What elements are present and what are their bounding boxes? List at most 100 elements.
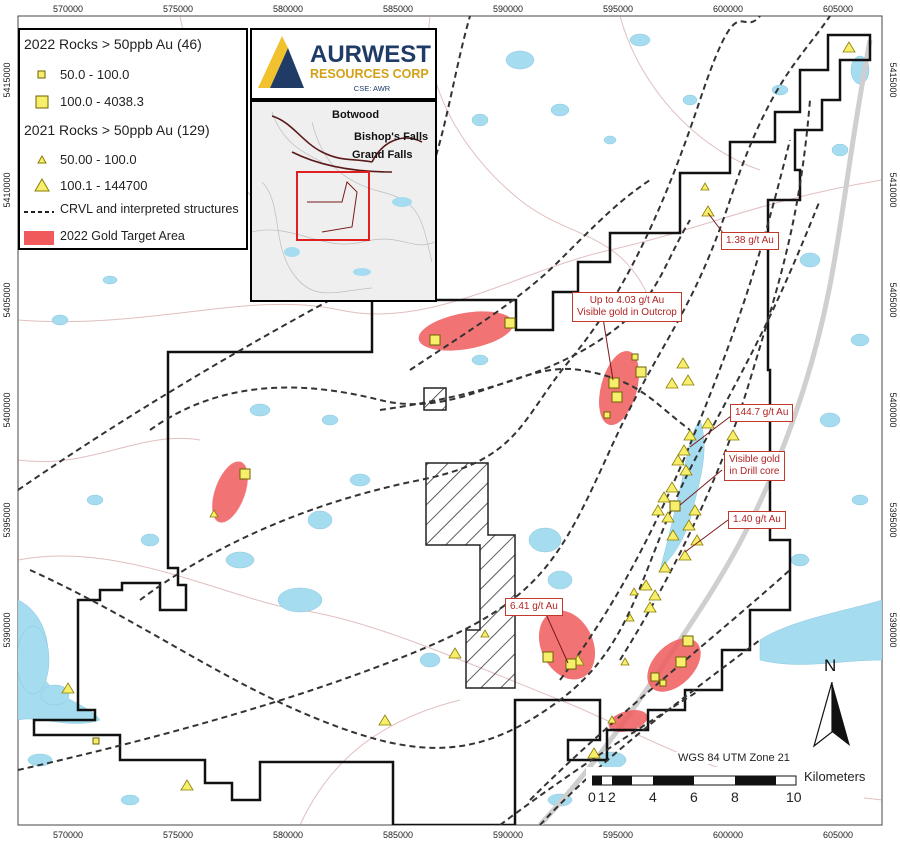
large-square-symbol (35, 95, 49, 109)
lakes (18, 33, 882, 807)
north-arrow: N (812, 656, 852, 752)
target-area[interactable] (416, 305, 517, 357)
scalebar-label: 1 (598, 789, 606, 805)
callout-line: Visible gold in Outcrop (577, 307, 677, 318)
sample-2022[interactable] (542, 651, 554, 663)
logo-graphic: AURWEST RESOURCES CORP CSE: AWR (258, 36, 431, 93)
logo-ticker: CSE: AWR (354, 84, 391, 93)
sample-2022[interactable] (635, 366, 647, 378)
sample-2022[interactable] (682, 635, 694, 647)
small-triangle-symbol (37, 154, 47, 164)
grade-callout: 144.7 g/t Au (730, 404, 794, 422)
x-tick: 585000 (383, 830, 413, 840)
sample-2022[interactable] (631, 353, 639, 361)
inset-extent-box (296, 171, 370, 241)
sample-2021[interactable] (625, 613, 635, 622)
sample-2021[interactable] (620, 657, 630, 666)
scalebar-unit: Kilometers (804, 769, 866, 784)
sample-2021[interactable] (700, 182, 710, 191)
dashed-line-symbol (24, 211, 54, 213)
y-tick: 5415000 (2, 62, 12, 97)
sample-2021[interactable] (682, 519, 696, 531)
inset-graphic: Botwood Bishop's Falls Grand Falls (252, 102, 435, 300)
sample-2022[interactable] (650, 672, 660, 682)
callout-line: Visible gold (729, 454, 780, 465)
y-tick: 5400000 (2, 392, 12, 427)
sample-2021[interactable] (629, 587, 639, 596)
target-area[interactable] (205, 457, 255, 527)
sample-2021[interactable] (671, 454, 685, 466)
x-tick: 595000 (603, 4, 633, 14)
sample-2021[interactable] (209, 509, 219, 518)
x-tick: 600000 (713, 4, 743, 14)
sample-2021[interactable] (665, 481, 679, 493)
grade-callout: 1.40 g/t Au (728, 511, 786, 529)
x-tick: 585000 (383, 4, 413, 14)
sample-2021[interactable] (683, 429, 697, 441)
sample-2021[interactable] (639, 579, 653, 591)
sample-2021[interactable] (61, 682, 75, 694)
sample-2022[interactable] (675, 656, 687, 668)
sample-2021[interactable] (643, 601, 657, 613)
sample-2021[interactable] (607, 715, 617, 724)
sample-2021[interactable] (180, 779, 194, 791)
sample-2022[interactable] (239, 468, 251, 480)
sample-2021[interactable] (701, 205, 715, 217)
grade-callout: Visible gold in Drill core (724, 451, 785, 481)
x-tick: 590000 (493, 830, 523, 840)
sample-2021[interactable] (677, 444, 691, 456)
sample-2021[interactable] (661, 511, 675, 523)
y-tick: 5410000 (2, 172, 12, 207)
sample-2021[interactable] (842, 41, 856, 53)
sample-2022[interactable] (608, 377, 620, 389)
scalebar: Kilometers 0 1 2 4 6 8 10 (586, 767, 866, 811)
scalebar-label: 4 (649, 789, 657, 805)
sample-2021[interactable] (587, 747, 601, 759)
sample-2021[interactable] (726, 429, 740, 441)
target-area[interactable] (637, 628, 711, 702)
logo-name: AURWEST (310, 41, 431, 68)
logo-subname: RESOURCES CORP (310, 67, 429, 81)
north-arrow-icon (812, 682, 850, 748)
sample-2022[interactable] (611, 391, 623, 403)
sample-2021[interactable] (448, 647, 462, 659)
inset-town: Botwood (332, 109, 379, 121)
inset-town: Bishop's Falls (354, 131, 428, 143)
sample-2021[interactable] (480, 629, 490, 638)
sample-2021[interactable] (679, 464, 693, 476)
sample-2022[interactable] (92, 737, 100, 745)
large-triangle-symbol (34, 178, 50, 192)
sample-2022[interactable] (504, 317, 516, 329)
sample-2021[interactable] (666, 529, 680, 541)
sample-2022[interactable] (603, 411, 611, 419)
sample-2021[interactable] (678, 549, 692, 561)
north-label: N (824, 656, 837, 675)
sample-2021[interactable] (701, 417, 715, 429)
sample-2021[interactable] (690, 534, 704, 546)
x-tick: 580000 (273, 830, 303, 840)
sample-2021[interactable] (681, 374, 695, 386)
crvl-structures (18, 16, 831, 825)
sample-2022[interactable] (429, 334, 441, 346)
x-tick: 570000 (53, 4, 83, 14)
sample-2022[interactable] (659, 679, 667, 687)
sample-2021[interactable] (688, 504, 702, 516)
sample-2022[interactable] (565, 658, 577, 670)
y-tick: 5390000 (2, 612, 12, 647)
sample-2021[interactable] (648, 589, 662, 601)
sample-2022[interactable] (669, 500, 681, 512)
callout-leaders (544, 212, 736, 664)
y-tick: 5395000 (888, 502, 898, 537)
scalebar-label: 10 (786, 789, 802, 805)
projection-label: WGS 84 UTM Zone 21 (676, 752, 792, 764)
target-area[interactable] (606, 706, 650, 736)
sample-2021[interactable] (378, 714, 392, 726)
sample-2021[interactable] (651, 504, 665, 516)
legend-label: 100.0 - 4038.3 (60, 94, 144, 109)
legend-label: 100.1 - 144700 (60, 178, 148, 193)
callout-line: in Drill core (729, 466, 780, 477)
sample-2021[interactable] (658, 561, 672, 573)
sample-2021[interactable] (657, 491, 671, 503)
sample-2021[interactable] (665, 377, 679, 389)
sample-2021[interactable] (676, 357, 690, 369)
